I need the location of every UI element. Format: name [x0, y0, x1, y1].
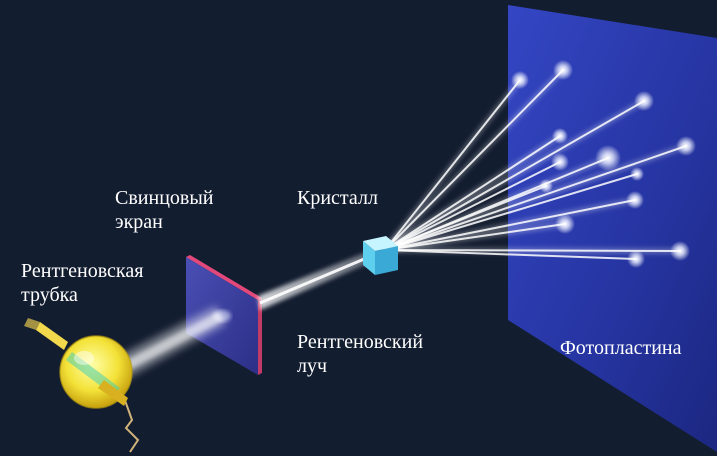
diffracted-rays	[382, 67, 689, 260]
lead-screen-label: Свинцовый экран	[115, 186, 213, 234]
crystal	[363, 236, 398, 275]
xray-tube-label-line1: Рентгеновская	[21, 260, 144, 282]
photo-plate	[508, 5, 717, 452]
xray-beam-label-line1: Рентгеновский	[297, 331, 424, 353]
lead-screen-label-line1: Свинцовый	[115, 187, 214, 209]
lead-screen-label-line2: экран	[115, 211, 163, 233]
xray-beam-label: Рентгеновский луч	[297, 330, 423, 378]
xray-beam-label-line2: луч	[297, 355, 328, 377]
xray-tube-label: Рентгеновская трубка	[21, 259, 143, 307]
photo-plate-label: Фотопластина	[560, 337, 682, 359]
crystal-label: Кристалл	[297, 187, 378, 209]
xray-tube-label-line2: трубка	[21, 284, 78, 306]
lead-screen	[186, 255, 262, 375]
xray-tube	[24, 318, 140, 453]
